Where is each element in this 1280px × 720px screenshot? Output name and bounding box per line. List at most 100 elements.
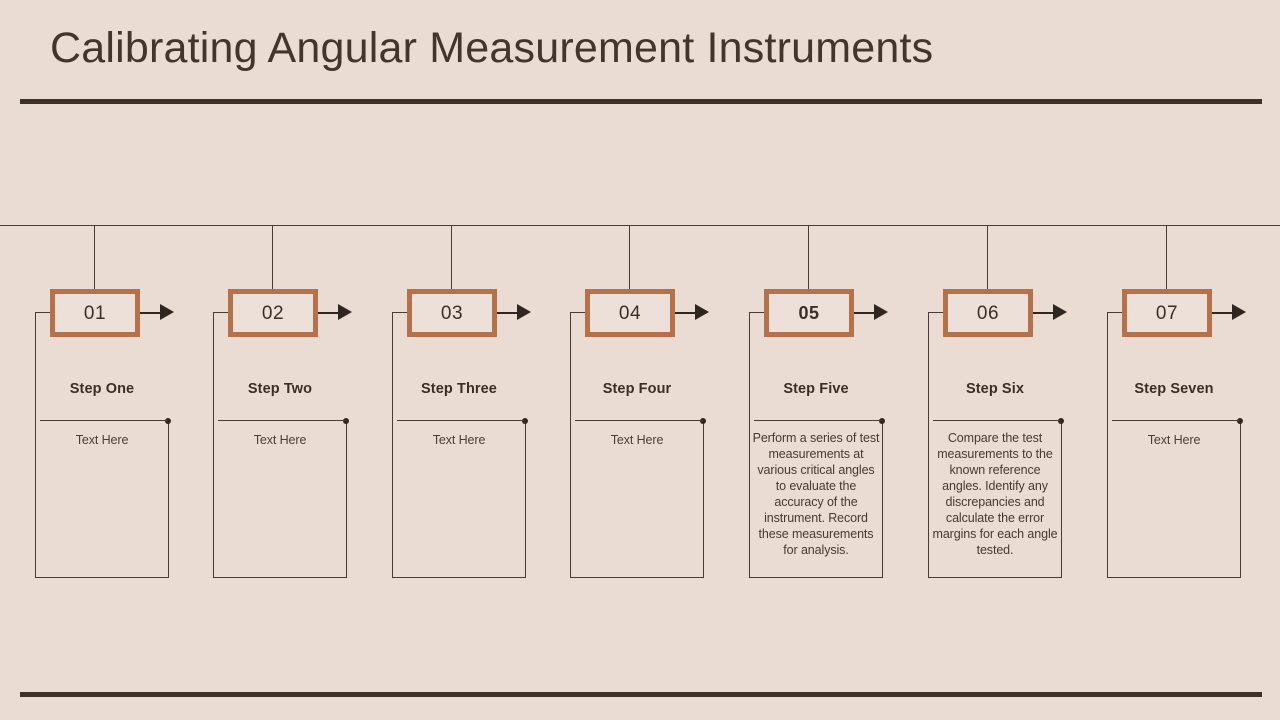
- step-number-box[interactable]: 05: [764, 289, 854, 337]
- bracket-bottom-edge: [392, 577, 526, 578]
- bracket-stub: [213, 312, 229, 313]
- bracket-right-edge: [1240, 421, 1241, 578]
- arrow-right-icon: [1232, 304, 1246, 320]
- bracket-endpoint-dot-icon: [700, 418, 706, 424]
- connector-stem-icon: [272, 225, 273, 289]
- step-title-label: Step Six: [965, 381, 1024, 397]
- step-body-text: Text Here: [75, 433, 129, 447]
- bracket-left-edge: [392, 312, 393, 578]
- bracket-bottom-edge: [1107, 577, 1241, 578]
- step-body-text: Perform a series of test measurements at…: [752, 431, 880, 557]
- bracket-left-edge: [1107, 312, 1108, 578]
- step-title-label: Step Four: [602, 381, 672, 397]
- step-title-label: Step One: [69, 381, 135, 397]
- bracket-left-edge: [749, 312, 750, 578]
- step-divider-rule: [1112, 420, 1240, 421]
- connector-stem-icon: [629, 225, 630, 289]
- step-title-label: Step Seven: [1134, 381, 1214, 397]
- bracket-stub: [928, 312, 944, 313]
- step-body-text: Text Here: [610, 433, 664, 447]
- bracket-stub: [749, 312, 765, 313]
- step-title-label: Step Five: [783, 381, 849, 397]
- arrow-shaft-icon: [675, 312, 697, 314]
- bracket-bottom-edge: [749, 577, 883, 578]
- arrow-shaft-icon: [497, 312, 519, 314]
- step-number-label: 04: [618, 302, 642, 324]
- step-body-text: Text Here: [253, 433, 307, 447]
- bracket-left-edge: [570, 312, 571, 578]
- bracket-bottom-edge: [928, 577, 1062, 578]
- connector-stem-icon: [987, 225, 988, 289]
- arrow-shaft-icon: [318, 312, 340, 314]
- bracket-stub: [392, 312, 408, 313]
- arrow-right-icon: [338, 304, 352, 320]
- bracket-endpoint-dot-icon: [522, 418, 528, 424]
- step-body-text: Compare the test measurements to the kno…: [932, 431, 1058, 557]
- bracket-right-edge: [525, 421, 526, 578]
- bracket-bottom-edge: [35, 577, 169, 578]
- step-number-box[interactable]: 02: [228, 289, 318, 337]
- step-number-box[interactable]: 07: [1122, 289, 1212, 337]
- connector-stem-icon: [808, 225, 809, 289]
- connector-stem-icon: [451, 225, 452, 289]
- footer-rule: [20, 692, 1262, 697]
- bracket-endpoint-dot-icon: [165, 418, 171, 424]
- step-number-label: 06: [976, 302, 1000, 324]
- step-divider-rule: [397, 420, 525, 421]
- step-number-label: 01: [83, 302, 107, 324]
- timeline-spine-line: [0, 225, 1280, 226]
- step-title-label: Step Two: [247, 381, 313, 397]
- bracket-endpoint-dot-icon: [1237, 418, 1243, 424]
- connector-stem-icon: [1166, 225, 1167, 289]
- step-number-label: 02: [261, 302, 285, 324]
- bracket-right-edge: [703, 421, 704, 578]
- arrow-right-icon: [517, 304, 531, 320]
- step-number-label: 03: [440, 302, 464, 324]
- title-block: Calibrating Angular Measurement Instrume…: [0, 0, 1280, 105]
- step-divider-rule: [754, 420, 882, 421]
- step-number-box[interactable]: 03: [407, 289, 497, 337]
- arrow-shaft-icon: [854, 312, 876, 314]
- step-divider-rule: [218, 420, 346, 421]
- bracket-endpoint-dot-icon: [343, 418, 349, 424]
- bracket-endpoint-dot-icon: [1058, 418, 1064, 424]
- step-divider-rule: [933, 420, 1061, 421]
- step-body-text: Text Here: [432, 433, 486, 447]
- bracket-stub: [35, 312, 51, 313]
- step-number-label: 07: [1155, 302, 1179, 324]
- bracket-endpoint-dot-icon: [879, 418, 885, 424]
- step-divider-rule: [40, 420, 168, 421]
- step-number-label: 05: [798, 303, 820, 323]
- arrow-right-icon: [160, 304, 174, 320]
- step-title-label: Step Three: [421, 381, 497, 397]
- arrow-right-icon: [1053, 304, 1067, 320]
- bracket-right-edge: [882, 421, 883, 578]
- bracket-bottom-edge: [213, 577, 347, 578]
- bracket-right-edge: [168, 421, 169, 578]
- connector-stem-icon: [94, 225, 95, 289]
- bracket-right-edge: [1061, 421, 1062, 578]
- bracket-left-edge: [213, 312, 214, 578]
- bracket-bottom-edge: [570, 577, 704, 578]
- step-number-box[interactable]: 06: [943, 289, 1033, 337]
- bracket-right-edge: [346, 421, 347, 578]
- step-number-box[interactable]: 01: [50, 289, 140, 337]
- bracket-left-edge: [928, 312, 929, 578]
- bracket-left-edge: [35, 312, 36, 578]
- arrow-shaft-icon: [1033, 312, 1055, 314]
- step-number-box[interactable]: 04: [585, 289, 675, 337]
- page-title: Calibrating Angular Measurement Instrume…: [50, 24, 934, 72]
- bracket-stub: [1107, 312, 1123, 313]
- arrow-right-icon: [695, 304, 709, 320]
- arrow-shaft-icon: [140, 312, 162, 314]
- step-body-text: Text Here: [1147, 433, 1201, 447]
- title-underline-rule: [20, 99, 1262, 104]
